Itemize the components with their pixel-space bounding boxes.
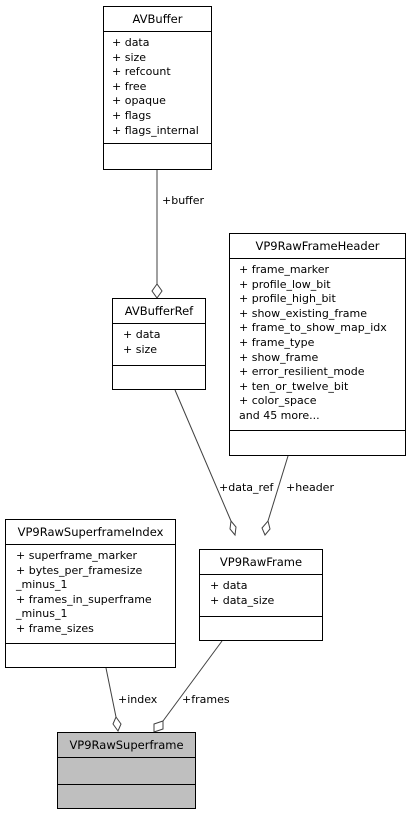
attribute: + size (123, 342, 158, 356)
aggregation-diamond-buffer (151, 283, 163, 299)
edge-label-data-ref: +data_ref (219, 481, 274, 494)
attribute: + show_frame (239, 350, 319, 364)
attribute: + data_size (210, 593, 275, 607)
aggregation-diamond-header (261, 519, 271, 536)
class-vp9rawframeheader[interactable]: VP9RawFrameHeader + frame_marker + profi… (229, 233, 406, 456)
class-vp9rawframe[interactable]: VP9RawFrame + data + data_size (199, 549, 323, 641)
edge-label-index: +index (118, 693, 158, 706)
attribute: + profile_high_bit (239, 292, 336, 306)
class-title: VP9RawFrameHeader (230, 234, 405, 259)
class-title: AVBuffer (104, 7, 211, 32)
attribute: + flags_internal (112, 123, 199, 137)
class-avbuffer[interactable]: AVBuffer + data + size + refcount + free… (103, 6, 212, 170)
attribute: + profile_low_bit (239, 277, 331, 291)
edge-frames (162, 640, 223, 722)
attribute: + frame_to_show_map_idx (239, 321, 387, 335)
edge-label-header: +header (286, 481, 334, 494)
attribute: + frame_sizes (16, 621, 94, 635)
attribute-list (58, 758, 195, 785)
aggregation-diamond-data-ref (229, 519, 237, 537)
attribute-list: + data + data_size (200, 575, 322, 617)
attribute-continuation: _minus_1 (16, 607, 68, 621)
attribute: + data (123, 328, 161, 341)
attribute: + frame_marker (239, 263, 330, 276)
attribute: + frame_type (239, 335, 315, 349)
attribute: + opaque (112, 94, 166, 108)
attribute: + color_space (239, 394, 317, 408)
edge-header (267, 455, 289, 522)
attribute: + error_resilient_mode (239, 365, 365, 379)
attribute: + bytes_per_framesize (16, 563, 143, 577)
class-vp9rawsuperframe[interactable]: VP9RawSuperframe (57, 732, 196, 809)
class-avbufferref[interactable]: AVBufferRef + data + size (112, 298, 206, 390)
attribute: + superframe_marker (16, 549, 138, 562)
edge-label-buffer: +buffer (162, 194, 205, 207)
edge-data-ref (174, 389, 232, 522)
attribute: + data (210, 579, 248, 592)
attribute: + size (112, 50, 147, 64)
attribute: + data (112, 36, 150, 49)
attribute-list: + data + size + refcount + free + opaque… (104, 32, 211, 144)
attribute-list: + superframe_marker + bytes_per_framesiz… (6, 545, 175, 644)
aggregation-diamond-frames (153, 720, 164, 733)
attribute-list: + frame_marker + profile_low_bit + profi… (230, 259, 405, 431)
attribute: + ten_or_twelve_bit (239, 379, 349, 393)
attribute: + show_existing_frame (239, 306, 367, 320)
class-title: VP9RawSuperframe (58, 733, 195, 758)
class-vp9rawsuperframeindex[interactable]: VP9RawSuperframeIndex + superframe_marke… (5, 519, 176, 668)
class-title: VP9RawSuperframeIndex (6, 520, 175, 545)
attribute: + free (112, 79, 147, 93)
aggregation-diamond-index (112, 715, 122, 733)
attribute: + frames_in_superframe (16, 592, 152, 606)
edge-label-frames: +frames (182, 693, 230, 706)
attribute: + flags (112, 108, 152, 122)
attribute-continuation: _minus_1 (16, 578, 68, 592)
more-attributes: and 45 more... (239, 408, 320, 422)
class-title: AVBufferRef (113, 299, 205, 324)
attribute: + refcount (112, 65, 171, 79)
attribute-list: + data + size (113, 324, 205, 366)
class-title: VP9RawFrame (200, 550, 322, 575)
edge-index (105, 667, 117, 718)
